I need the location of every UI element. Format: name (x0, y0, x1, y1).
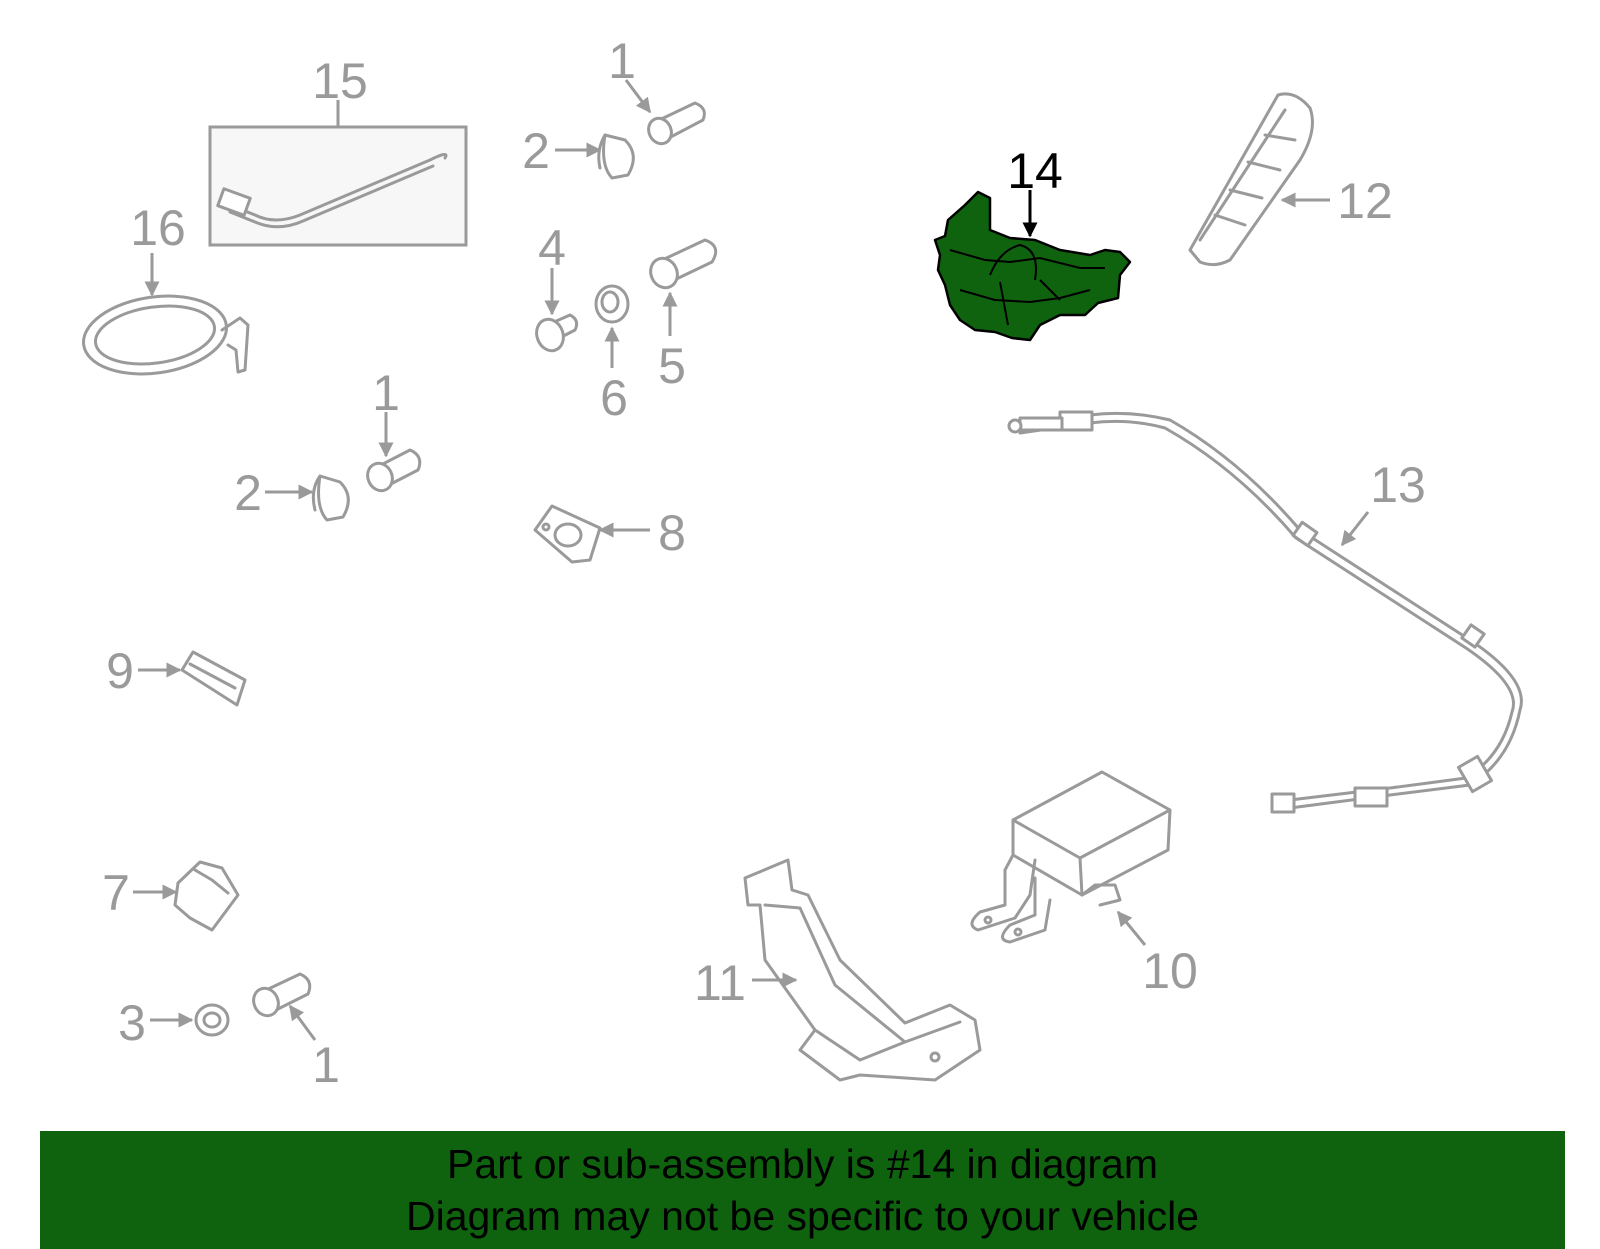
callout-15: 15 (312, 53, 368, 109)
part-2-middle-clip[interactable] (265, 474, 350, 522)
footer-banner: Part or sub-assembly is #14 in diagram D… (40, 1131, 1565, 1249)
part-9-connector[interactable] (138, 650, 247, 707)
part-1-middle-sleeve[interactable] (363, 412, 422, 495)
part-12-trim[interactable] (1188, 92, 1330, 267)
callout-12: 12 (1337, 173, 1393, 229)
callout-1-middle: 1 (372, 365, 400, 421)
callout-16: 16 (130, 200, 186, 256)
callout-10: 10 (1142, 943, 1198, 999)
footer-line-1: Part or sub-assembly is #14 in diagram (447, 1141, 1158, 1187)
callout-5: 5 (658, 338, 686, 394)
parts-diagram: 15 16 1 2 4 6 5 (78, 33, 1523, 1093)
callout-3: 3 (118, 995, 146, 1051)
callout-14: 14 (1007, 143, 1063, 199)
part-11-bracket-arm[interactable] (743, 858, 982, 1082)
part-10-module[interactable] (970, 770, 1172, 946)
callout-13: 13 (1370, 457, 1426, 513)
part-6-nut[interactable] (594, 284, 630, 368)
callout-9: 9 (106, 643, 134, 699)
part-8-plate[interactable] (533, 504, 650, 564)
callout-11: 11 (694, 955, 746, 1011)
callout-4: 4 (538, 220, 566, 276)
part-16-ring[interactable] (78, 253, 250, 383)
part-3-nut[interactable] (150, 1003, 230, 1037)
part-14-highlighted-bracket[interactable] (933, 190, 1132, 342)
callout-8: 8 (658, 505, 686, 561)
part-1-bottom-sleeve[interactable] (249, 972, 317, 1041)
footer-line-2: Diagram may not be specific to your vehi… (405, 1193, 1199, 1239)
callout-2-top: 2 (522, 123, 550, 179)
callout-7: 7 (102, 865, 130, 921)
callout-6: 6 (600, 370, 628, 426)
callout-1-bottom: 1 (312, 1037, 340, 1093)
part-2-top-clip[interactable] (555, 133, 635, 180)
part-15-wire-harness[interactable] (208, 100, 468, 247)
part-1-top-sleeve[interactable] (624, 79, 706, 147)
part-7-bracket[interactable] (133, 860, 240, 932)
part-13-cable[interactable] (1007, 410, 1523, 814)
callout-2-middle: 2 (234, 465, 262, 521)
part-5-sleeve[interactable] (646, 238, 718, 336)
callout-1-top: 1 (608, 33, 636, 89)
part-4-bolt[interactable] (532, 268, 579, 354)
